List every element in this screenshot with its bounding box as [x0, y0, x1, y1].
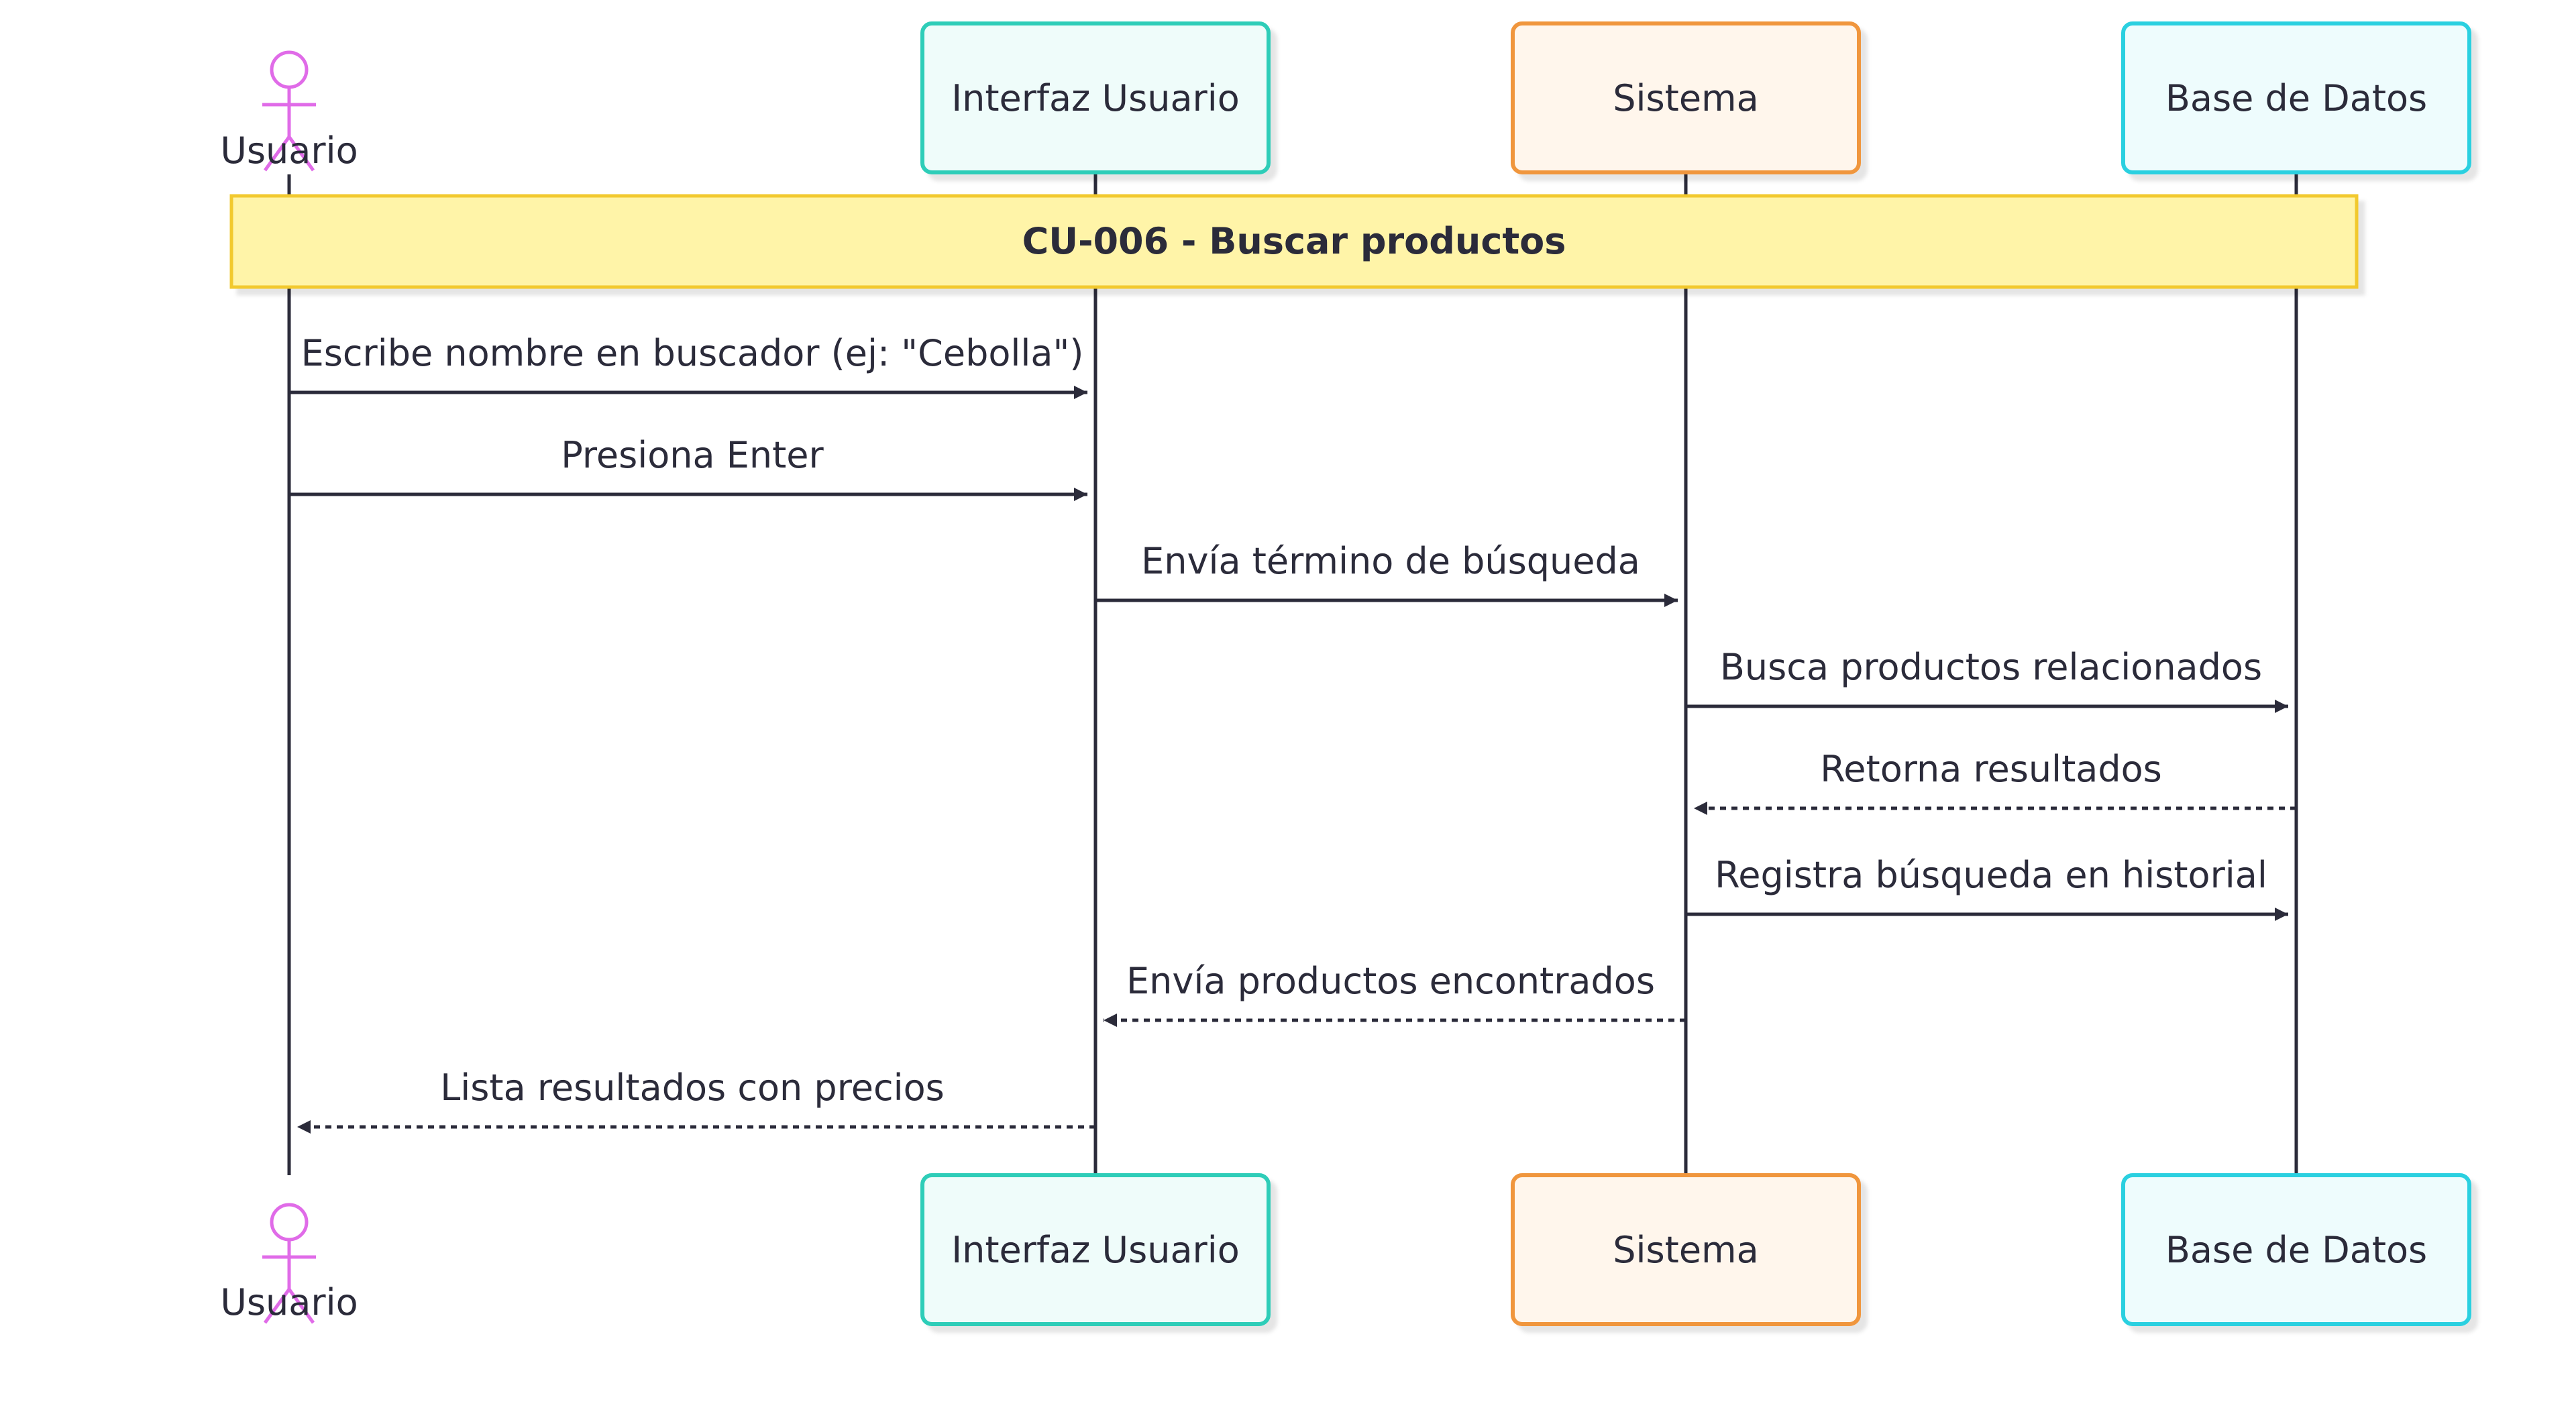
message-3: Envía término de búsqueda	[1095, 540, 1678, 607]
message-label: Envía productos encontrados	[1126, 960, 1655, 1002]
actor-bottom: Usuario	[220, 1203, 358, 1324]
message-2: Presiona Enter	[289, 434, 1087, 501]
participant-sys-top: Sistema	[1511, 21, 1861, 174]
message-label: Retorna resultados	[1820, 748, 2162, 790]
message-label: Lista resultados con precios	[440, 1067, 945, 1109]
message-6: Registra búsqueda en historial	[1686, 854, 2288, 921]
participant-label: Base de Datos	[2165, 1229, 2427, 1271]
use-case-note: CU-006 - Buscar productos	[229, 194, 2359, 289]
person-icon	[262, 50, 316, 172]
message-label: Presiona Enter	[561, 434, 824, 476]
message-5: Retorna resultados	[1694, 748, 2296, 815]
message-label: Registra búsqueda en historial	[1715, 854, 2267, 896]
participant-label: Sistema	[1613, 1229, 1759, 1271]
actor-top: Usuario	[220, 50, 358, 172]
message-label: Envía término de búsqueda	[1141, 540, 1640, 582]
message-7: Envía productos encontrados	[1104, 960, 1686, 1027]
use-case-title: CU-006 - Buscar productos	[1022, 220, 1566, 262]
participant-label: Interfaz Usuario	[951, 1229, 1240, 1271]
participant-label: Base de Datos	[2165, 77, 2427, 119]
message-label: Busca productos relacionados	[1720, 646, 2262, 688]
message-label: Escribe nombre en buscador (ej: "Cebolla…	[301, 332, 1084, 374]
participant-label: Sistema	[1613, 77, 1759, 119]
person-icon	[262, 1203, 316, 1324]
participant-db-bottom: Base de Datos	[2121, 1173, 2471, 1326]
participant-label: Interfaz Usuario	[951, 77, 1240, 119]
message-1: Escribe nombre en buscador (ej: "Cebolla…	[289, 332, 1087, 399]
participant-ui-top: Interfaz Usuario	[920, 21, 1271, 174]
participant-ui-bottom: Interfaz Usuario	[920, 1173, 1271, 1326]
actor-label: Usuario	[220, 1281, 358, 1323]
message-4: Busca productos relacionados	[1686, 646, 2288, 713]
participant-sys-bottom: Sistema	[1511, 1173, 1861, 1326]
message-8: Lista resultados con precios	[297, 1067, 1095, 1134]
actor-label: Usuario	[220, 129, 358, 172]
participant-db-top: Base de Datos	[2121, 21, 2471, 174]
